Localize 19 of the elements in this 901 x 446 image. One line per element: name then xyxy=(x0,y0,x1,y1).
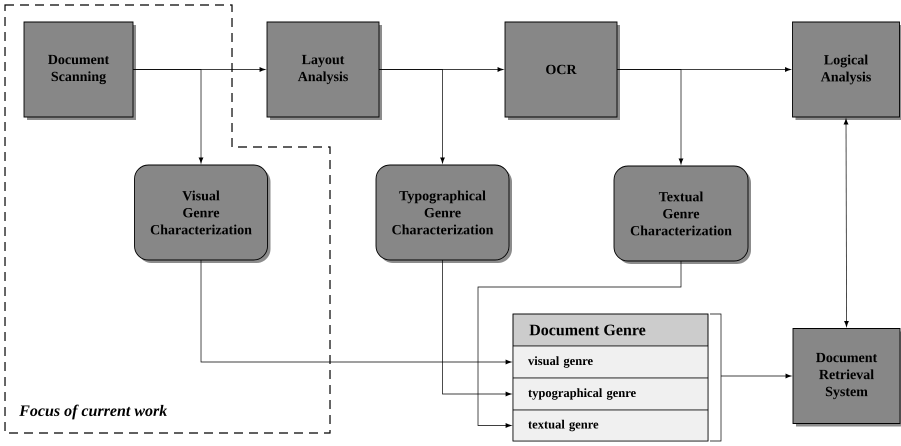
arrow xyxy=(478,261,682,428)
rounded-process-box: Textual Genre Characterization xyxy=(614,166,751,264)
arrow xyxy=(844,118,849,327)
arrow xyxy=(442,260,512,396)
table-row: visual genre xyxy=(512,346,708,378)
rounded-process-box: Typographical Genre Characterization xyxy=(376,164,512,263)
arrow xyxy=(617,69,684,164)
process-box: OCR xyxy=(504,22,620,120)
rounded-process-box: Visual Genre Characterization xyxy=(134,164,270,263)
arrow xyxy=(379,69,445,164)
arrow xyxy=(200,260,512,364)
table-row: typographical genre xyxy=(512,378,708,410)
arrow xyxy=(720,374,792,378)
arrow xyxy=(133,69,204,164)
process-box: Logical Analysis xyxy=(792,22,901,120)
process-box: Document Scanning xyxy=(24,22,136,120)
process-box: Layout Analysis xyxy=(266,22,382,120)
process-box: Document Retrieval System xyxy=(792,328,901,426)
table-row: textual genre xyxy=(512,410,708,442)
